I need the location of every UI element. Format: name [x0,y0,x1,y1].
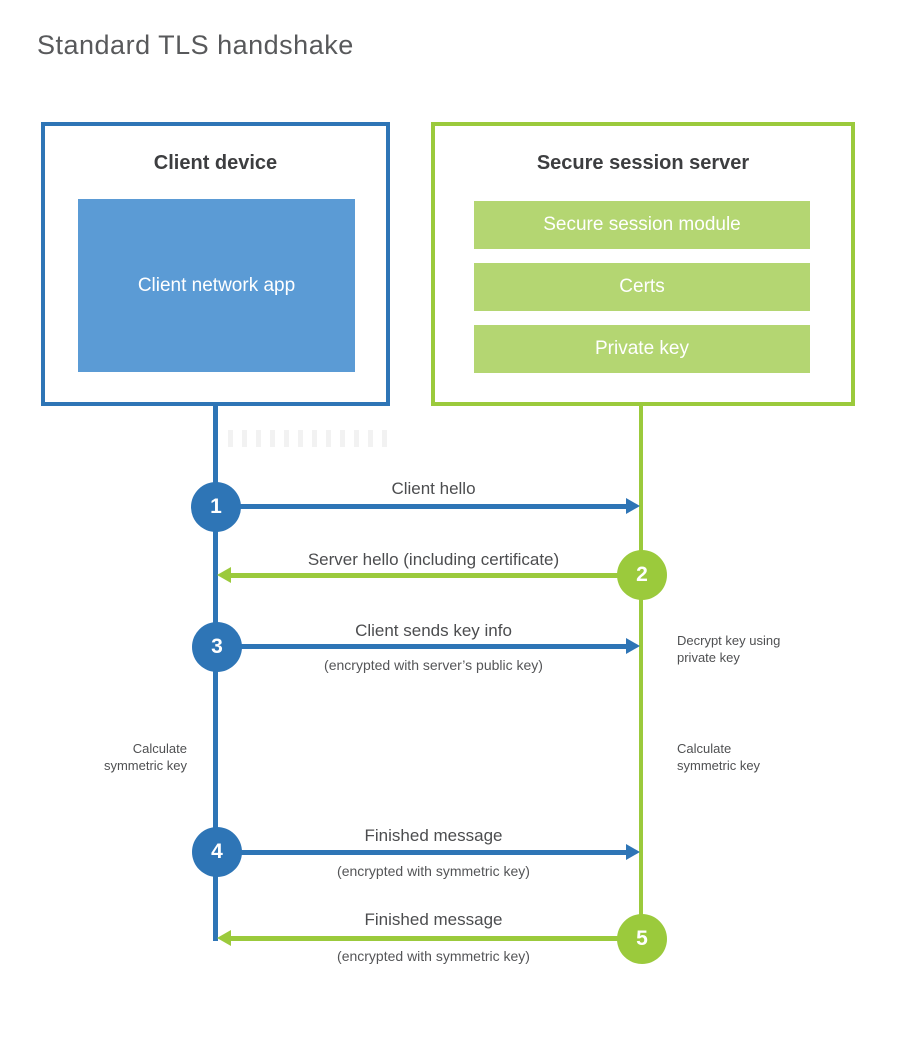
step-1-label: Client hello [391,479,476,498]
server-module-certs: Certs [474,263,810,311]
step-4-arrow-line [241,850,627,855]
step-3-label: Client sends key info [355,621,512,640]
secure-session-server-title: Secure session server [536,152,750,174]
step-2-badge: 2 [617,550,667,600]
note-decrypt-key: Decrypt key using private key [677,633,781,665]
step-1-badge: 1 [191,482,241,532]
step-5-label: Finished message [364,910,503,929]
server-lifeline [639,404,643,940]
page-title: Standard TLS handshake [37,30,354,60]
step-4-sublabel: (encrypted with symmetric key) [337,863,530,879]
step-3-arrowhead-right-icon [626,638,640,654]
client-device-box: Client device Client network app [41,122,390,406]
client-lifeline [213,404,218,941]
step-4-badge: 4 [192,827,242,877]
note-calculate-symmetric-key-server: Calculate symmetric key [677,741,761,773]
faint-tick-artifact [228,430,396,447]
step-4-arrowhead-right-icon [626,844,640,860]
step-1-arrowhead-right-icon [626,498,640,514]
step-1-arrow-line [240,504,627,509]
client-network-app-block: Client network app [78,199,355,372]
step-5-badge: 5 [617,914,667,964]
note-calculate-symmetric-key-client: Calculate symmetric key [103,741,187,773]
server-module-private-key: Private key [474,325,810,373]
client-device-title: Client device [153,152,278,174]
step-2-arrow-line [231,573,618,578]
step-2-arrowhead-left-icon [217,567,231,583]
server-module-secure-session-module: Secure session module [474,201,810,249]
step-2-label: Server hello (including certificate) [307,550,560,569]
step-3-sublabel: (encrypted with server’s public key) [324,657,543,673]
step-4-label: Finished message [364,826,503,845]
step-3-badge: 3 [192,622,242,672]
secure-session-server-box: Secure session server Secure session mod… [431,122,855,406]
step-3-arrow-line [241,644,627,649]
client-network-app-label: Client network app [137,274,296,296]
step-5-arrowhead-left-icon [217,930,231,946]
step-5-sublabel: (encrypted with symmetric key) [337,948,530,964]
step-5-arrow-line [231,936,618,941]
